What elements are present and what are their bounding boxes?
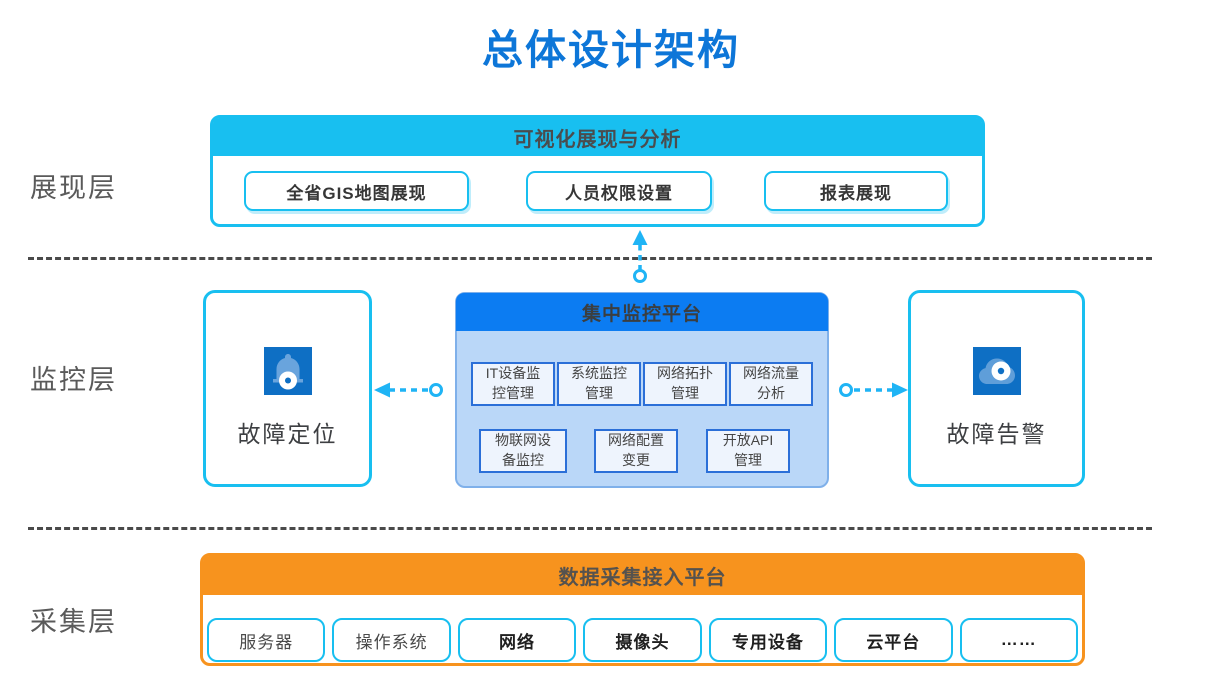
- box-ellipsis-more: ……: [959, 618, 1078, 662]
- box-special-device: 专用设备: [708, 618, 828, 662]
- module-open-api: 开放API 管理: [706, 429, 790, 473]
- module-iot-device-monitoring: 物联网设 备监控: [479, 429, 567, 473]
- alarm-cloud-icon: [972, 347, 1021, 395]
- box-server: 服务器: [207, 618, 326, 662]
- module-system-monitoring: 系统监控 管理: [557, 362, 641, 406]
- box-camera: 摄像头: [583, 618, 702, 662]
- fault-alarm-label: 故障告警: [946, 421, 1047, 447]
- box-network: 网络: [457, 618, 577, 662]
- collection-panel-header: 数据采集接入平台: [203, 556, 1082, 595]
- box-fault-location: 故障定位: [203, 290, 372, 487]
- presentation-layer-panel: 可视化展现与分析 全省GIS地图展现 人员权限设置 报表展现: [210, 115, 985, 227]
- arrow-to-fault-alarm: [838, 380, 910, 400]
- arrow-up-to-presentation: [630, 229, 650, 283]
- platform-header: 集中监控平台: [456, 293, 828, 331]
- box-fault-alarm: 故障告警: [908, 290, 1085, 487]
- box-user-permission: 人员权限设置: [526, 171, 712, 211]
- layer-label-presentation: 展现层: [30, 173, 117, 203]
- box-operating-system: 操作系统: [332, 618, 451, 662]
- module-network-topology: 网络拓扑 管理: [643, 362, 727, 406]
- box-cloud-platform: 云平台: [834, 618, 953, 662]
- arrow-to-fault-location: [372, 380, 444, 400]
- central-monitoring-platform: 集中监控平台 IT设备监 控管理 系统监控 管理 网络拓扑 管理 网络流量 分析…: [455, 292, 829, 488]
- collection-items-row: 服务器 操作系统 网络 摄像头 专用设备 云平台 ……: [207, 618, 1078, 662]
- layer-separator-top: [28, 257, 1152, 260]
- presentation-panel-header: 可视化展现与分析: [213, 118, 982, 156]
- layer-label-monitoring: 监控层: [30, 365, 117, 395]
- box-gis-map-display: 全省GIS地图展现: [244, 171, 469, 211]
- fault-location-label: 故障定位: [237, 421, 338, 447]
- layer-separator-bottom: [28, 527, 1152, 530]
- page-title: 总体设计架构: [482, 27, 740, 73]
- collection-layer-panel: 数据采集接入平台 服务器 操作系统 网络 摄像头 专用设备 云平台 ……: [200, 553, 1085, 666]
- module-it-device-monitoring: IT设备监 控管理: [471, 362, 555, 406]
- module-network-traffic: 网络流量 分析: [729, 362, 813, 406]
- layer-label-collection: 采集层: [30, 607, 117, 637]
- module-network-config-change: 网络配置 变更: [594, 429, 678, 473]
- box-report-display: 报表展现: [764, 171, 948, 211]
- alarm-bell-icon: [263, 347, 312, 395]
